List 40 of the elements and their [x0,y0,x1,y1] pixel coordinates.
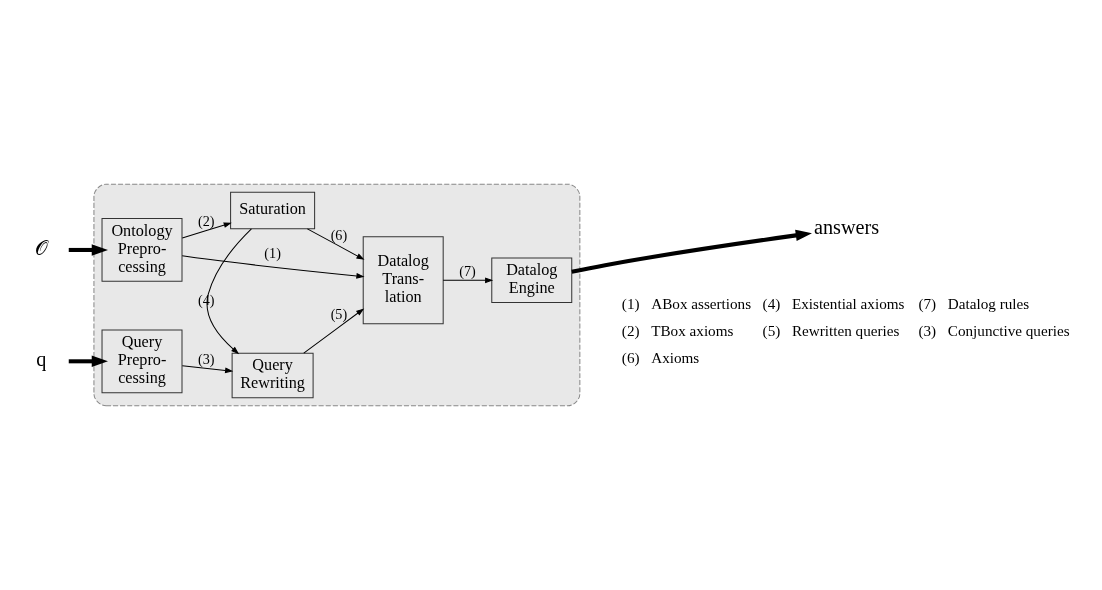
label: Conjunctive queries [947,322,1070,339]
node-box: Query Rewriting [231,352,314,399]
node-box: Saturation [230,191,316,230]
label: (1) [621,294,640,312]
arrow [68,244,108,256]
node-box: Query Prepro- cessing [101,329,183,394]
arrow [206,228,252,355]
label: (2) [621,322,640,339]
edge-label: (7) [459,263,476,280]
edge-label: (1) [264,245,281,262]
node-text: answers [814,215,880,238]
edge-label: (6) [330,227,348,244]
label: (7) [918,294,937,312]
edge-label: (3) [198,350,215,367]
label: Axioms [651,349,700,367]
label: Rewritten queries [791,322,900,339]
node-text: 𝒪 [34,237,48,260]
label: Datalog rules [947,294,1030,312]
node-text: q [36,348,47,371]
label: (6) [621,349,640,367]
arrow [181,222,232,239]
node-box: Datalog Trans- lation [362,236,444,325]
label: (3) [918,322,937,339]
node-box: Ontology Prepro- cessing [101,218,183,282]
label: Existential axioms [791,294,905,312]
edge-label: (5) [330,305,348,322]
arrow [181,365,234,374]
arrow [306,228,365,260]
arrow [303,308,365,354]
edge-label: (2) [198,212,215,229]
label: TBox axioms [651,322,734,339]
label: (4) [762,294,781,312]
arrow [571,229,812,274]
arrow [181,255,365,279]
arrow [442,277,494,284]
arrow [68,355,108,367]
edge-label: (4) [198,292,215,309]
label: (5) [762,322,781,339]
label: ABox assertions [651,294,752,312]
node-box: Datalog Engine [491,257,573,304]
